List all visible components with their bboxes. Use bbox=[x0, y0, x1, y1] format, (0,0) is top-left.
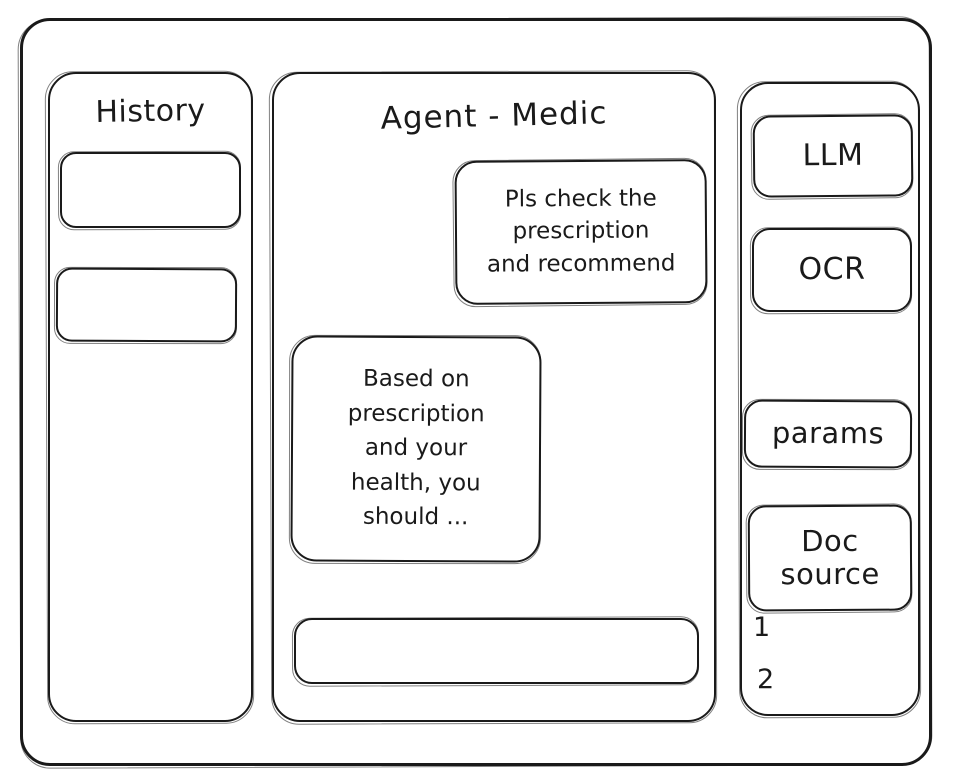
user-message-text: Pls check the prescription and recommend bbox=[457, 161, 706, 303]
agent-message-text: Based on prescription and your health, y… bbox=[292, 337, 539, 560]
agent-message-line: prescription bbox=[347, 400, 485, 428]
doc-source-ref-item[interactable]: 2 bbox=[757, 664, 775, 695]
history-list-item[interactable] bbox=[60, 152, 241, 228]
agent-message-line: should ... bbox=[362, 503, 469, 531]
tool-tile-llm[interactable]: LLM bbox=[752, 114, 914, 198]
message-input[interactable] bbox=[294, 618, 699, 684]
agent-message-line: health, you bbox=[350, 469, 481, 497]
history-title: History bbox=[95, 92, 206, 131]
tool-tile-params[interactable]: params bbox=[743, 399, 913, 469]
agent-message-line: and your bbox=[364, 435, 468, 462]
user-message-bubble: Pls check the prescription and recommend bbox=[454, 159, 708, 305]
agent-message-line: Based on bbox=[363, 366, 470, 393]
doc-source-ref-item[interactable]: 1 bbox=[753, 612, 771, 643]
agent-message-bubble: Based on prescription and your health, y… bbox=[290, 335, 542, 563]
doc-source-line: Doc bbox=[801, 523, 859, 558]
history-list-item[interactable] bbox=[55, 267, 238, 343]
tool-tile-doc-source[interactable]: Doc source bbox=[747, 504, 913, 612]
user-message-line: and recommend bbox=[486, 250, 676, 278]
doc-source-line: source bbox=[780, 556, 880, 592]
user-message-line: prescription bbox=[512, 217, 650, 245]
user-message-line: Pls check the bbox=[504, 185, 657, 213]
tool-tile-ocr[interactable]: OCR bbox=[752, 228, 912, 312]
